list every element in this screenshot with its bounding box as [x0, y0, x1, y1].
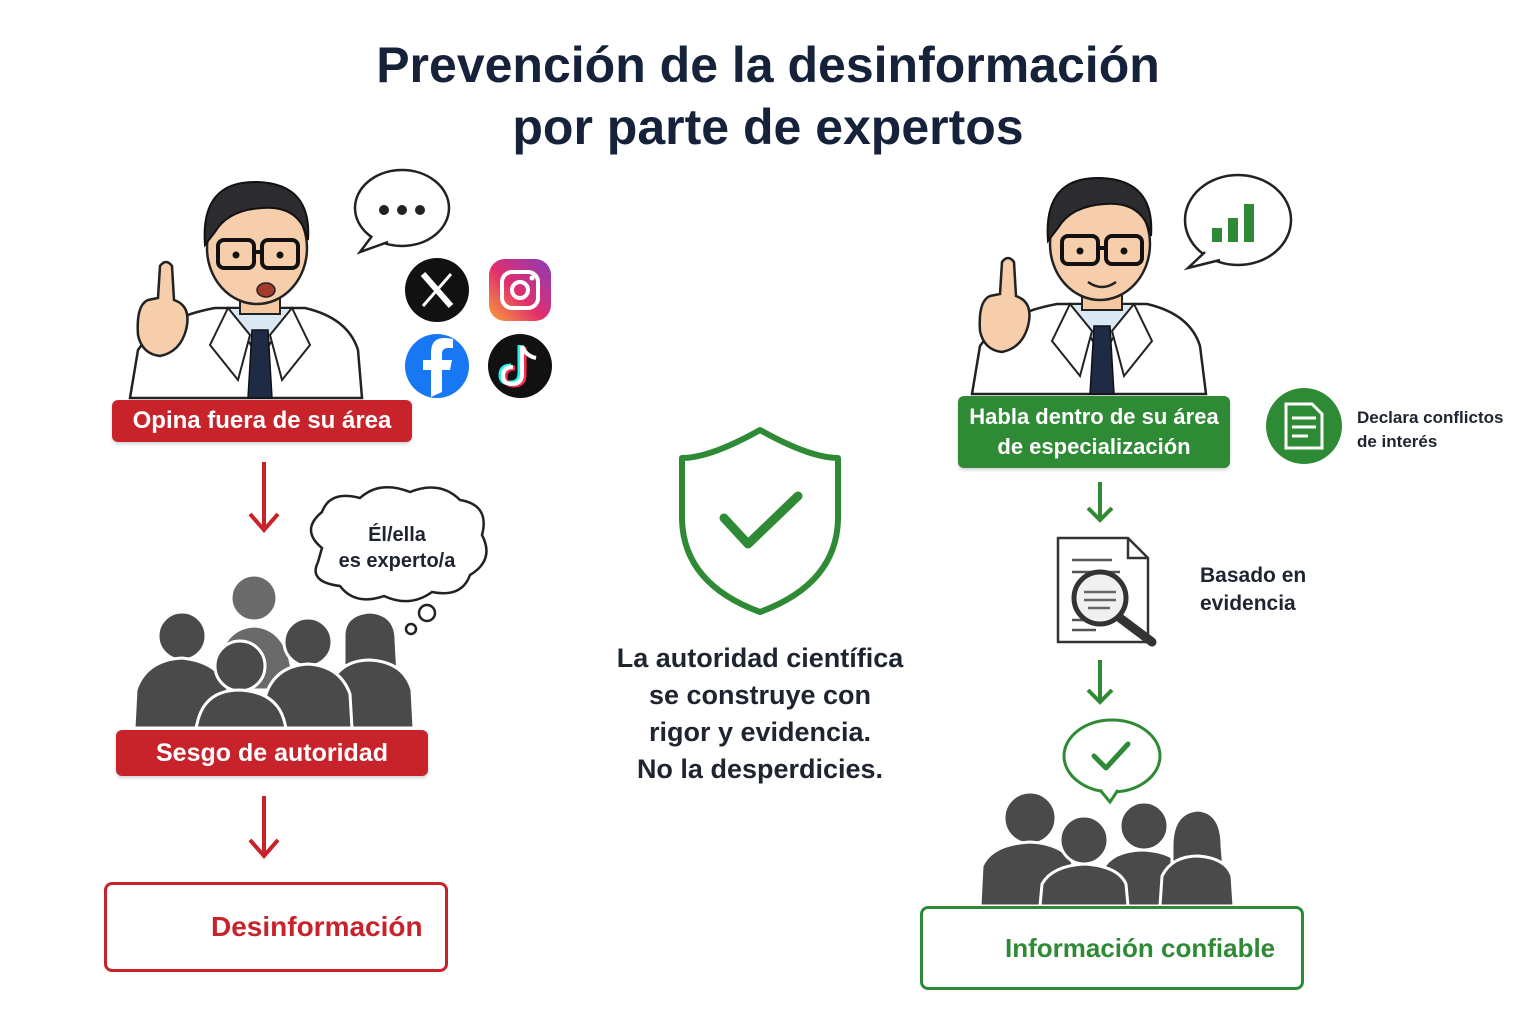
label-habla-dentro: Habla dentro de su área de especializaci…: [958, 396, 1230, 468]
evidence-line-2: evidencia: [1200, 592, 1296, 615]
evidence-line-1: Basado en: [1200, 564, 1307, 587]
evidence-text: Basado en evidencia: [1200, 562, 1360, 618]
page-title: Prevención de la desinformación por part…: [0, 34, 1536, 158]
instagram-icon: [489, 259, 551, 321]
arrow-down-icon: [1086, 482, 1114, 523]
shield-check-icon: [679, 427, 841, 615]
label-sesgo-autoridad: Sesgo de autoridad: [116, 730, 428, 776]
crowd-left-illustration: [132, 573, 416, 730]
result-desinformacion-text: Desinformación: [211, 911, 423, 942]
doctor-right-illustration: [970, 176, 1208, 396]
label-habla-line-1: Habla dentro de su área: [969, 404, 1219, 429]
speech-bubble-ellipsis-icon: [353, 168, 451, 255]
title-line-1: Prevención de la desinformación: [376, 37, 1160, 93]
center-line-1: La autoridad científica: [616, 643, 904, 673]
conflicts-text: Declara conflictos de interés: [1357, 406, 1532, 454]
label-sesgo-text: Sesgo de autoridad: [156, 739, 388, 767]
center-line-2: se construye con: [648, 680, 872, 710]
facebook-icon: [405, 334, 469, 398]
conflicts-line-2: de interés: [1357, 432, 1438, 451]
x-logo-icon: [405, 258, 469, 322]
arrow-down-icon: [248, 796, 280, 860]
result-desinformacion: Desinformación: [104, 882, 448, 972]
title-line-2: por parte de expertos: [512, 99, 1024, 155]
label-habla-line-2: de especialización: [997, 434, 1191, 459]
doctor-left-illustration: [128, 180, 364, 400]
speech-bubble-chart-icon: [1183, 173, 1293, 271]
thought-text: Él/ella es experto/a: [322, 522, 472, 574]
center-line-3: rigor y evidencia.: [648, 717, 872, 747]
tiktok-icon: [488, 334, 552, 398]
result-informacion-confiable: Información confiable: [920, 906, 1304, 990]
thought-line-2: es experto/a: [338, 550, 456, 572]
arrow-down-icon: [1086, 660, 1114, 705]
thought-cloud-icon: [309, 485, 488, 636]
document-search-icon: [1056, 536, 1157, 647]
thought-line-1: Él/ella: [368, 524, 426, 546]
speech-bubble-check-icon: [1062, 718, 1162, 805]
label-opina-fuera-text: Opina fuera de su área: [132, 407, 392, 434]
result-confiable-text: Información confiable: [1005, 932, 1276, 963]
crowd-right-illustration: [978, 790, 1236, 908]
conflicts-line-1: Declara conflictos: [1357, 408, 1504, 427]
label-opina-fuera: Opina fuera de su área: [112, 400, 412, 442]
conflicts-document-icon: [1266, 388, 1342, 464]
center-message: La autoridad científica se construye con…: [590, 640, 930, 788]
arrow-down-icon: [248, 462, 280, 534]
center-line-4: No la desperdicies.: [636, 754, 884, 784]
